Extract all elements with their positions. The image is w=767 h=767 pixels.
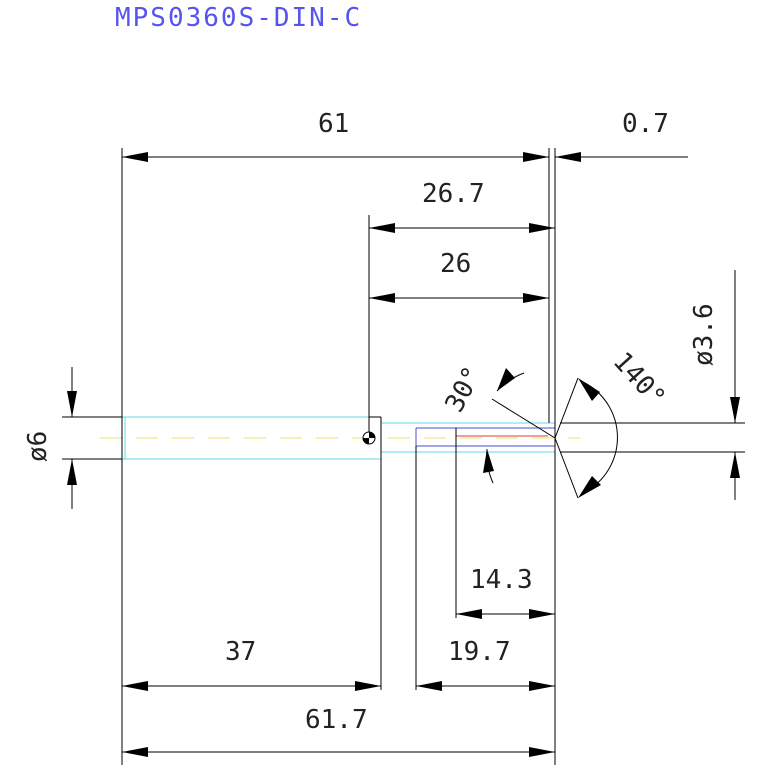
dim-chamfer-angle: 30° (440, 362, 489, 418)
extension-lines (62, 148, 745, 765)
dim-overall-length: 61 (318, 109, 349, 139)
dim-shank-to-tip: 26.7 (422, 179, 485, 209)
dim-total-length: 61.7 (305, 705, 368, 735)
dim-tip-angle: 140° (607, 347, 671, 414)
dim-19-7: 19.7 (448, 637, 511, 667)
dimension-lines (71, 156, 736, 753)
part-outline (100, 416, 580, 460)
dim-tip-diameter: ø3.6 (689, 303, 719, 366)
dim-tip-offset: 0.7 (622, 109, 669, 139)
dim-neck-length: 26 (440, 249, 471, 279)
dim-37: 37 (225, 637, 256, 667)
dim-shank-diameter: ø6 (23, 431, 53, 462)
dim-14-3: 14.3 (470, 565, 533, 595)
arrowheads (67, 152, 740, 757)
drawing-title: MPS0360S-DIN-C (115, 3, 362, 33)
